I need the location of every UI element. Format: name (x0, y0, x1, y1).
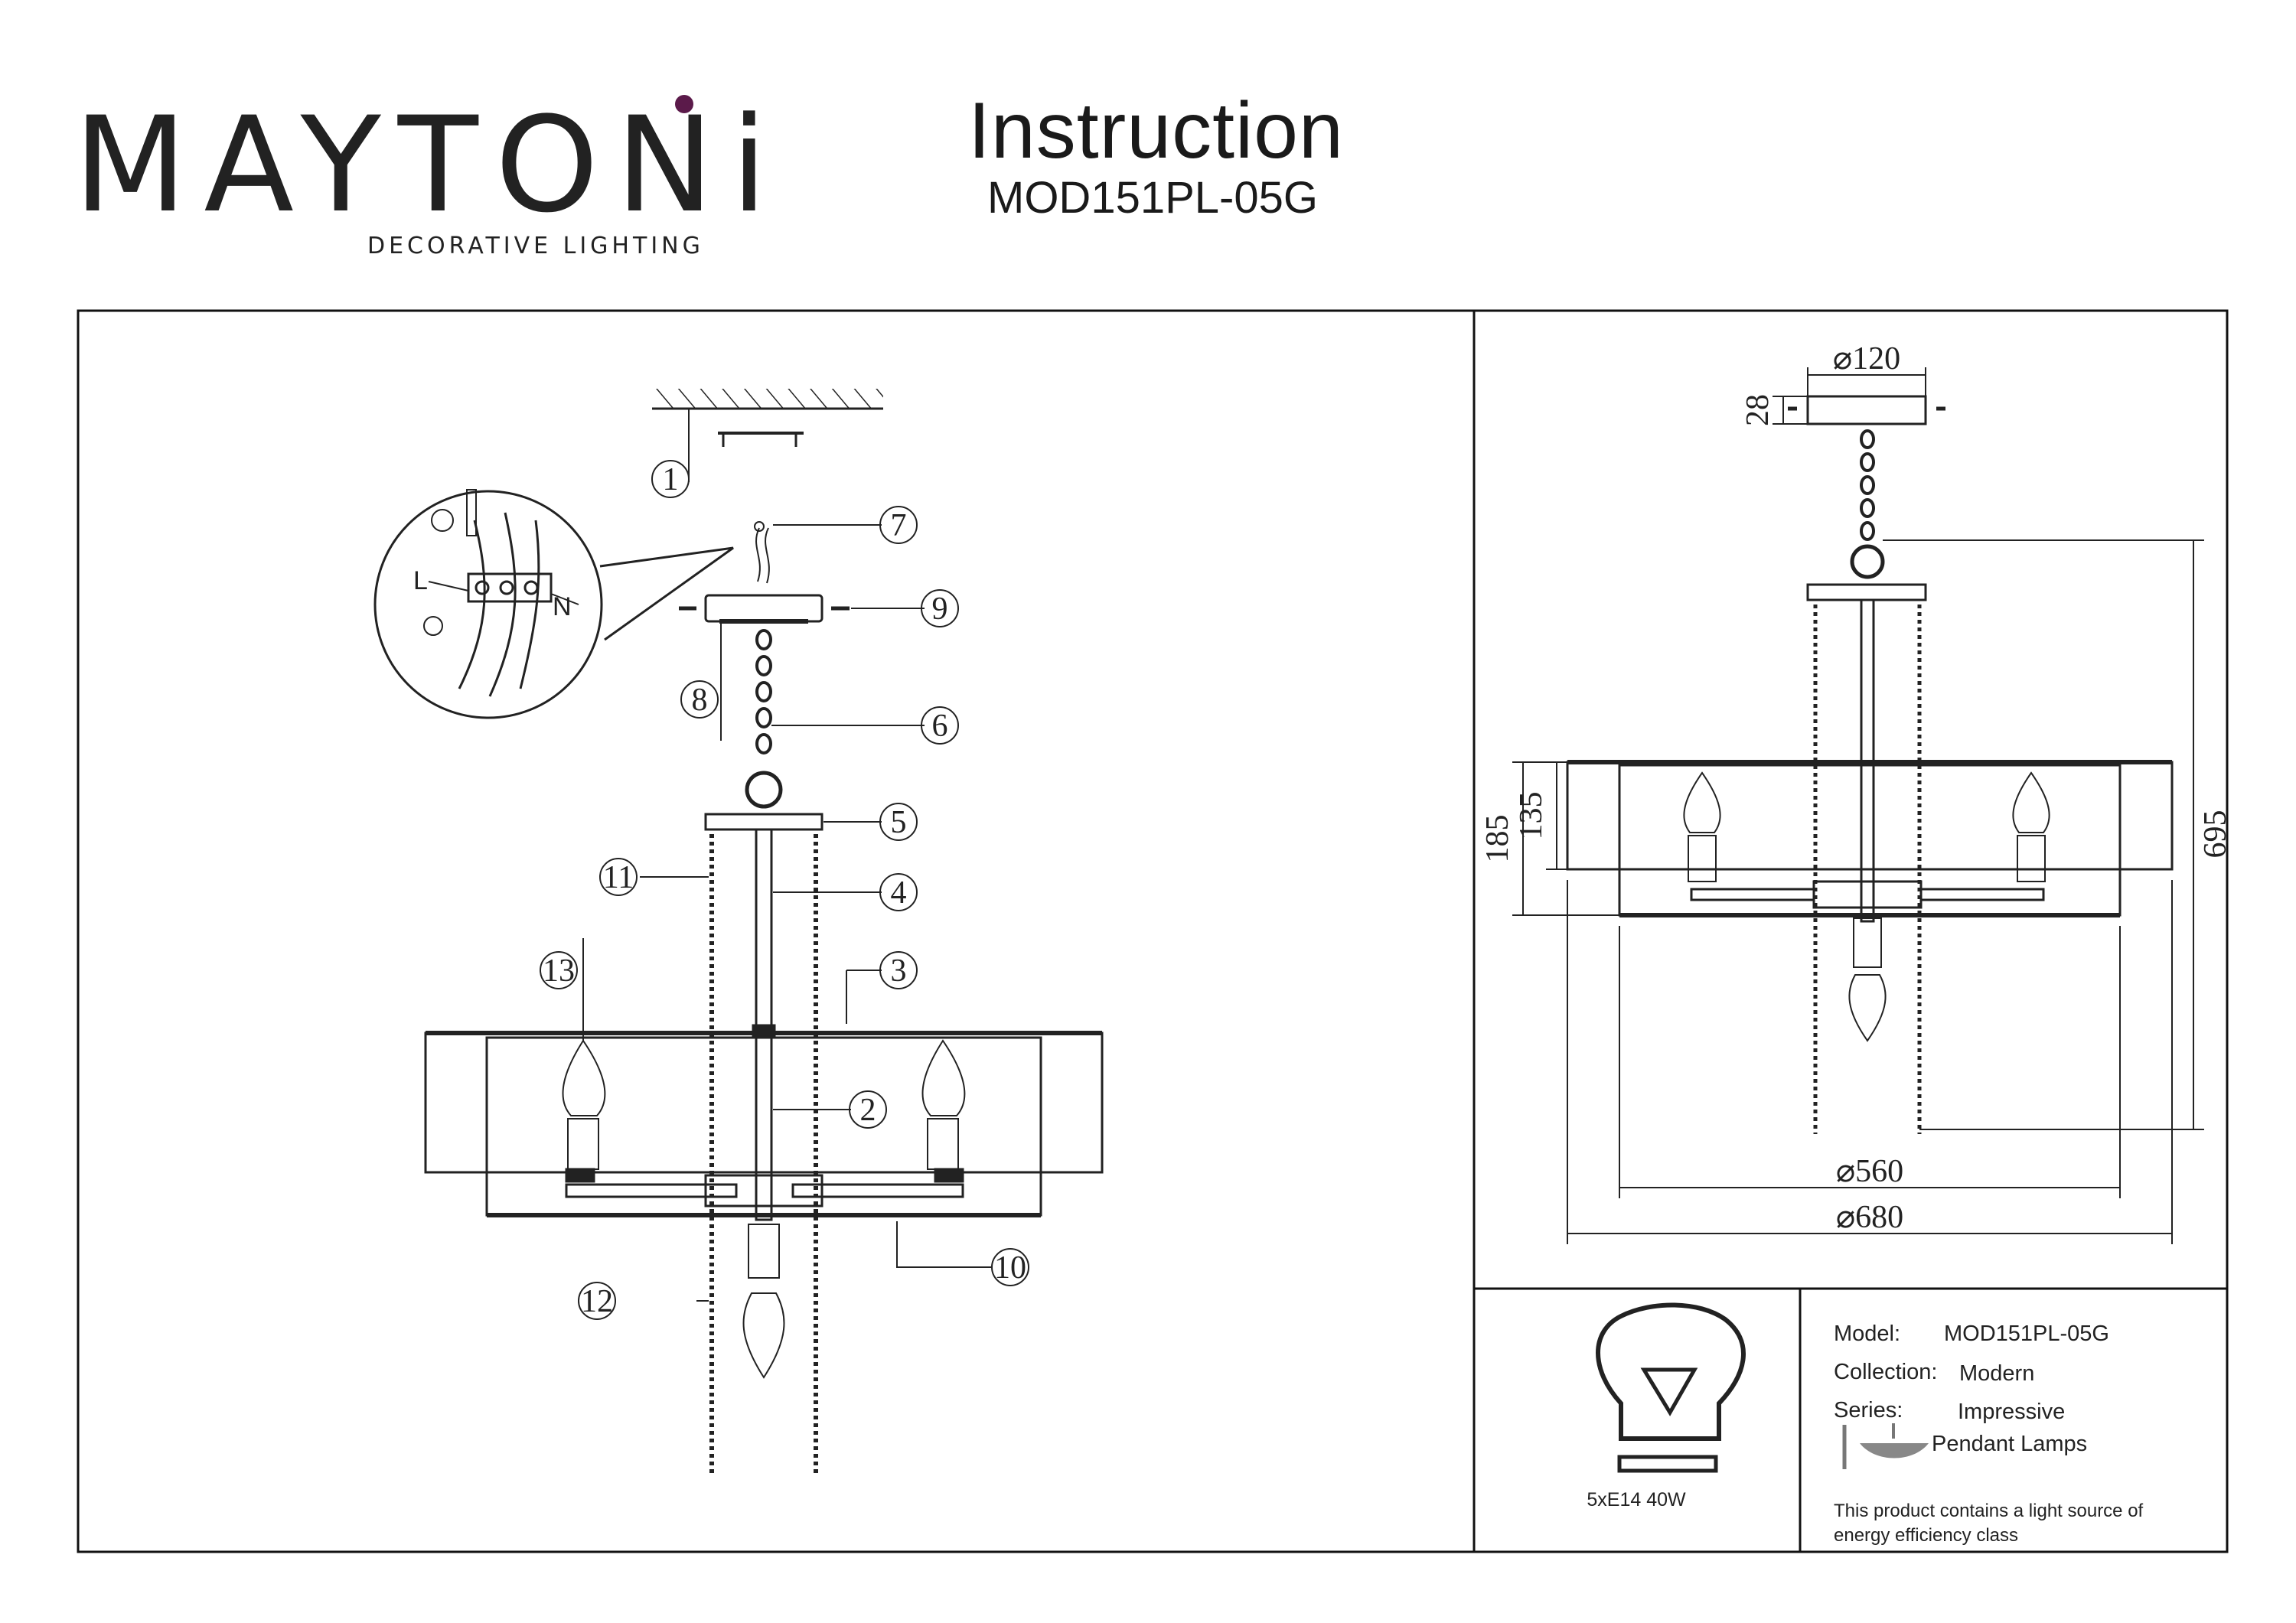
bulb-spec-label: 5xE14 40W (1587, 1489, 1686, 1511)
dimension-view (1566, 395, 2174, 1134)
page-title: Instruction (968, 86, 1344, 175)
dim-inner-diameter: ⌀560 (1836, 1154, 1903, 1189)
logo-accent-dot (675, 95, 693, 113)
callout-10: 10 (994, 1250, 1026, 1286)
callout-leaders (640, 524, 992, 1302)
page-model-number: MOD151PL-05G (987, 173, 1318, 223)
outer-frame (77, 309, 2229, 1553)
bulb-icon (1596, 1302, 1746, 1473)
brand-tagline: DECORATIVE LIGHTING (367, 233, 704, 259)
wire-live-label: L (413, 566, 428, 595)
callout-6: 6 (932, 709, 948, 744)
callout-7: 7 (891, 508, 907, 543)
series-label: Series: (1834, 1398, 1903, 1423)
collection-label: Collection: (1834, 1360, 1937, 1384)
dim-canopy-diameter: ⌀120 (1833, 341, 1900, 376)
callout-12: 12 (581, 1284, 613, 1319)
dim-canopy-height: 28 (1740, 394, 1776, 426)
dim-outer-diameter: ⌀680 (1836, 1200, 1903, 1235)
wire-neutral-label: N (553, 592, 572, 621)
callout-3: 3 (891, 953, 907, 989)
callout-8: 8 (692, 683, 708, 718)
callout-2: 2 (860, 1093, 876, 1128)
spec-panel: Model: MOD151PL-05G Collection: Modern S… (1834, 1322, 2144, 1546)
dimension-lines (1512, 367, 2204, 1244)
callout-1: 1 (663, 462, 679, 497)
model-label: Model: (1834, 1322, 1900, 1346)
pendant-lamp-icon (1842, 1423, 1929, 1469)
type-value: Pendant Lamps (1932, 1432, 2087, 1456)
callout-labels: 1 2 3 4 5 6 7 8 9 10 11 12 13 (540, 460, 1029, 1320)
energy-note-line2: energy efficiency class (1834, 1525, 2018, 1546)
brand-logo: MAYTONi (73, 88, 784, 242)
model-value: MOD151PL-05G (1944, 1322, 2109, 1346)
callout-11: 11 (603, 860, 634, 895)
callout-9: 9 (932, 592, 948, 627)
dim-shade-inner-height: 135 (1514, 792, 1549, 840)
energy-note-line1: This product contains a light source of (1834, 1501, 2144, 1521)
exploded-view (373, 389, 1104, 1477)
series-value: Impressive (1958, 1400, 2065, 1424)
callout-13: 13 (543, 953, 575, 989)
collection-value: Modern (1959, 1361, 2034, 1386)
callout-4: 4 (891, 875, 907, 911)
dimension-labels: ⌀120 28 185 135 695 ⌀560 ⌀680 (1480, 341, 2233, 1235)
callout-5: 5 (891, 805, 907, 840)
dim-total-height: 695 (2198, 810, 2233, 859)
dim-shade-outer-height: 185 (1480, 815, 1515, 863)
